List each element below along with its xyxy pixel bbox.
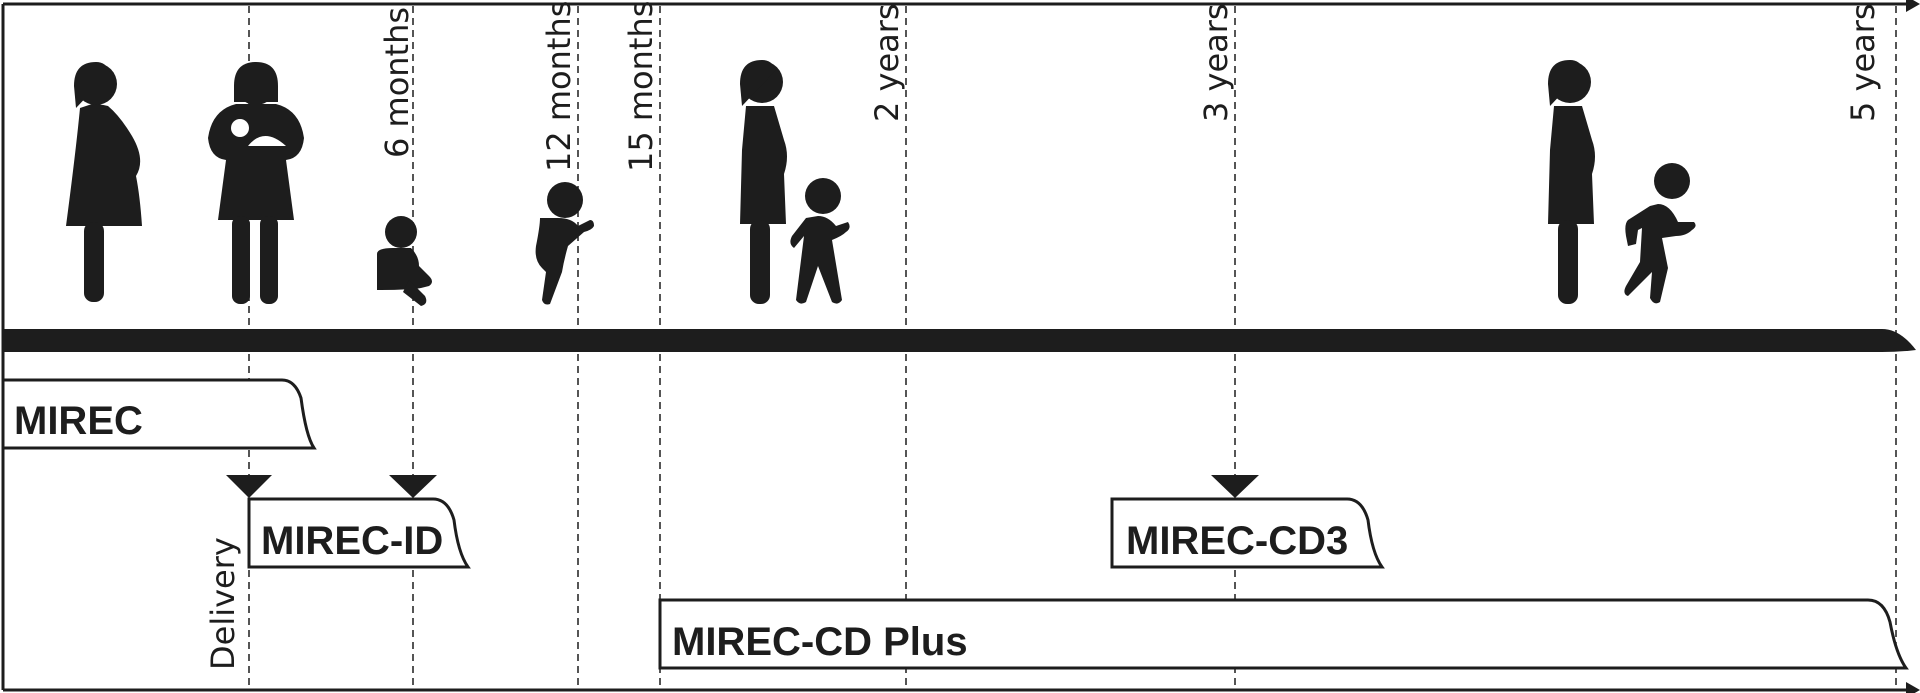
m6-marker-triangle [389, 475, 437, 498]
mirec-id-label: MIREC-ID [261, 519, 443, 563]
mirec-cd-plus-label: MIREC-CD Plus [672, 620, 968, 664]
y2-label: 2 years [868, 3, 906, 122]
mother-and-toddler-icon [740, 60, 850, 304]
delivery-marker-triangle [226, 475, 272, 498]
y5-label: 5 years [1844, 3, 1882, 122]
mirec-cd3-label: MIREC-CD3 [1126, 519, 1348, 563]
main-timeline-bar [3, 329, 1916, 352]
m6-label: 6 months [378, 7, 416, 158]
y3-marker-triangle [1211, 475, 1259, 498]
timepoint-markers [226, 475, 1259, 498]
mother-and-child-icon [1548, 60, 1696, 304]
delivery-label: Delivery [204, 537, 242, 670]
mother-holding-infant-icon [208, 62, 304, 304]
pregnant-woman-icon [66, 62, 142, 302]
sitting-baby-icon [377, 216, 432, 306]
bottom-axis-arrowhead [1906, 682, 1920, 693]
y3-label: 3 years [1197, 3, 1235, 122]
m15-label: 15 months [622, 1, 660, 172]
mirec-label: MIREC [14, 399, 143, 443]
top-axis-arrowhead [1906, 0, 1920, 12]
crawling-baby-icon [536, 182, 594, 305]
m12-label: 12 months [540, 1, 578, 172]
